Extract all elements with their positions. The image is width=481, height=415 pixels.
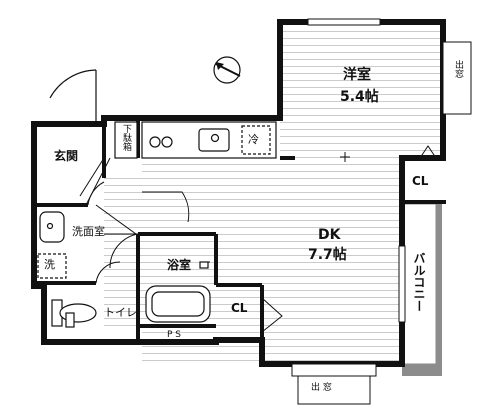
bay-window-east-label: 出窓: [453, 60, 463, 78]
bay-window-south: [291, 363, 377, 405]
washer-label: 洗: [44, 258, 55, 271]
washbasin: [39, 211, 65, 243]
balcony-label: バルコニー: [412, 252, 426, 312]
shoe-box: [114, 121, 138, 159]
compass-icon: [213, 56, 241, 84]
center-marker: [340, 152, 350, 162]
bay-window-east: [442, 41, 472, 115]
toilet-label: トイレ: [104, 306, 137, 319]
closet-center-label: CL: [231, 301, 248, 315]
floor-corridor: [104, 178, 142, 328]
closet-right-label: CL: [412, 174, 429, 188]
balcony-area: [401, 203, 442, 376]
western-room-size: 5.4帖: [340, 89, 379, 105]
ps-label: P S: [167, 330, 182, 340]
dk-size: 7.7帖: [308, 247, 347, 263]
washroom-label: 洗面室: [72, 225, 105, 238]
corridor-lines: [79, 157, 137, 235]
washing-machine-space: [37, 253, 67, 279]
fridge-label: 冷: [248, 133, 259, 146]
door-swings: [87, 145, 437, 333]
floor-western-room: [280, 22, 443, 158]
dk-name: DK: [318, 227, 341, 243]
entrance-door: [49, 69, 97, 124]
kitchen-counter: [141, 121, 277, 159]
shoe-box-label: 下駄箱: [121, 124, 131, 151]
bay-window-south-label: 出 窓: [311, 383, 332, 393]
balcony-door: [398, 245, 406, 323]
bath-label: 浴室: [167, 258, 192, 272]
toilet-fixture: [51, 299, 97, 328]
genkan-label: 玄関: [54, 149, 79, 163]
western-room-name: 洋室: [343, 67, 371, 83]
window-top: [307, 18, 381, 26]
bathtub: [145, 261, 211, 323]
